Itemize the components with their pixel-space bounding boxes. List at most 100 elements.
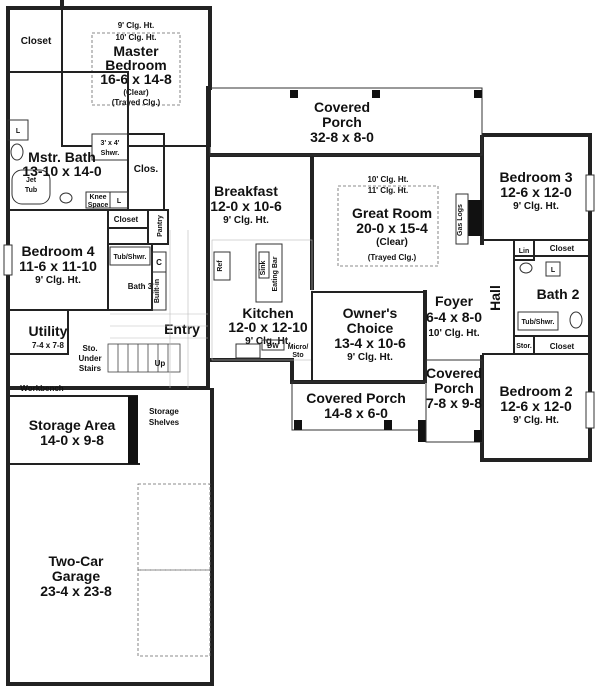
back-porch-label-1: Covered bbox=[314, 99, 370, 115]
mstr-sink-2 bbox=[59, 192, 73, 204]
bedroom2-clg: 9' Clg. Ht. bbox=[513, 415, 559, 426]
master-closet-label: Closet bbox=[21, 36, 52, 47]
bedroom4-label: Bedroom 4 bbox=[21, 243, 94, 259]
covered-porch-front-1: Covered bbox=[426, 365, 482, 381]
mstr-bath-dim: 13-10 x 14-0 bbox=[22, 163, 102, 179]
entry-tile bbox=[110, 230, 208, 388]
bath2-tub-label: Tub/Shwr. bbox=[522, 319, 555, 326]
garage-label-2: Garage bbox=[52, 568, 100, 584]
master-name-2: Bedroom bbox=[105, 57, 166, 73]
garage-dim: 23-4 x 23-8 bbox=[40, 583, 112, 599]
built-in-label: Built-in bbox=[154, 279, 161, 303]
entry-label: Entry bbox=[164, 321, 200, 337]
clos-label: Clos. bbox=[134, 164, 159, 175]
bath2-label: Bath 2 bbox=[537, 286, 580, 302]
bath2-l-box bbox=[545, 261, 561, 277]
stairs bbox=[107, 343, 181, 373]
utility-walls bbox=[7, 309, 69, 355]
sto-under-2: Under bbox=[78, 354, 101, 363]
knee-space-2: Space bbox=[88, 202, 109, 209]
toilet-closet bbox=[7, 119, 29, 141]
ref bbox=[213, 251, 231, 281]
sto-under-3: Stairs bbox=[79, 364, 102, 373]
utility-label: Utility bbox=[29, 323, 68, 339]
mstr-bath-label: Mstr. Bath bbox=[28, 149, 96, 165]
bedroom2-label: Bedroom 2 bbox=[499, 383, 572, 399]
sink-box bbox=[258, 251, 270, 279]
mstr-sink-1 bbox=[10, 143, 24, 161]
back-porch-post-2 bbox=[372, 90, 380, 98]
window-bedroom4 bbox=[3, 244, 13, 276]
great-room-trayed: (Trayed Clg.) bbox=[368, 253, 417, 262]
front-porch-post bbox=[474, 430, 482, 442]
dw-label: DW bbox=[267, 343, 279, 350]
front-porch-outline bbox=[425, 359, 483, 443]
mstr-bath-l-2-box bbox=[109, 191, 129, 209]
garage-door-2 bbox=[137, 569, 211, 657]
bedroom4-clg: 9' Clg. Ht. bbox=[35, 275, 81, 286]
breakfast-clg: 9' Clg. Ht. bbox=[223, 215, 269, 226]
storage-wall bbox=[128, 396, 138, 464]
storage-shelves-2: Shelves bbox=[149, 418, 180, 427]
covered-porch-mid-dim: 14-8 x 6-0 bbox=[324, 405, 388, 421]
utility-dim: 7-4 x 7-8 bbox=[32, 341, 65, 350]
workbench-label: Workbench bbox=[20, 384, 64, 393]
breakfast-dim: 12-0 x 10-6 bbox=[210, 198, 282, 214]
back-porch-post-3 bbox=[474, 90, 482, 98]
bath2-tub bbox=[517, 311, 559, 331]
sink-label: Sink bbox=[260, 261, 267, 276]
covered-porch-front-2: Porch bbox=[434, 380, 474, 396]
bath2-sink bbox=[519, 262, 533, 274]
fireplace bbox=[468, 200, 482, 236]
built-in bbox=[151, 271, 167, 311]
back-porch-post-1 bbox=[290, 90, 298, 98]
dw-box bbox=[261, 339, 285, 351]
mid-porch-post-3 bbox=[418, 420, 426, 442]
stove bbox=[235, 343, 261, 359]
bath2-toilet bbox=[569, 311, 583, 329]
covered-porch-mid: Covered Porch bbox=[306, 390, 406, 406]
closet-b4-label: Closet bbox=[114, 215, 139, 224]
master-dim: 16-6 x 14-8 bbox=[100, 71, 172, 87]
owners-choice-1: Owner's bbox=[343, 305, 398, 321]
garage-label-1: Two-Car bbox=[49, 553, 105, 569]
jet-tub-label-2: Tub bbox=[25, 187, 37, 194]
master-ceiling-1: 9' Clg. Ht. bbox=[118, 21, 155, 30]
pantry-walls bbox=[147, 209, 169, 245]
covered-porch-front-dim: 7-8 x 9-8 bbox=[426, 395, 482, 411]
hall-label: Hall bbox=[487, 285, 503, 311]
jet-tub-label-1: Jet bbox=[26, 177, 37, 184]
up-label: Up bbox=[155, 359, 166, 368]
mid-porch-post-2 bbox=[384, 420, 392, 430]
closet-b3-label: Closet bbox=[550, 244, 575, 253]
garage-door-1 bbox=[137, 483, 211, 571]
closet-b2-label: Closet bbox=[550, 342, 575, 351]
back-porch-dim: 32-8 x 8-0 bbox=[310, 129, 374, 145]
jet-tub bbox=[11, 169, 51, 205]
great-room-clear: (Clear) bbox=[376, 237, 408, 248]
back-porch-label-2: Porch bbox=[322, 114, 362, 130]
pantry-label: Pantry bbox=[157, 215, 164, 237]
lin-label: Lin bbox=[519, 248, 530, 255]
kitchen-clg: 9' Clg. Ht. bbox=[245, 336, 291, 347]
gas-logs-label: Gas Logs bbox=[457, 204, 464, 236]
bedroom3-dim: 12-6 x 12-0 bbox=[500, 184, 572, 200]
owners-choice-clg: 9' Clg. Ht. bbox=[347, 352, 393, 363]
kitchen-label: Kitchen bbox=[242, 305, 293, 321]
window-bedroom2 bbox=[585, 391, 595, 429]
c-mark: C bbox=[156, 258, 162, 267]
master-name-1: Master bbox=[113, 43, 159, 59]
master-clear: (Clear) bbox=[123, 88, 149, 97]
bedroom3-clg: 9' Clg. Ht. bbox=[513, 201, 559, 212]
foyer-label: Foyer bbox=[435, 293, 474, 309]
great-room-clg-1: 10' Clg. Ht. bbox=[367, 175, 408, 184]
shower-label-1: 3' x 4' bbox=[101, 140, 120, 147]
bath2-l: L bbox=[551, 267, 556, 274]
great-room-clg-2: 11' Clg. Ht. bbox=[368, 186, 409, 195]
mstr-bath-l-1: L bbox=[16, 128, 21, 135]
master-trayed: (Trayed Clg.) bbox=[112, 98, 161, 107]
storage-area-label: Storage Area bbox=[29, 417, 116, 433]
micro-label-2: Sto bbox=[292, 352, 303, 359]
knee-space-1: Knee bbox=[89, 194, 106, 201]
